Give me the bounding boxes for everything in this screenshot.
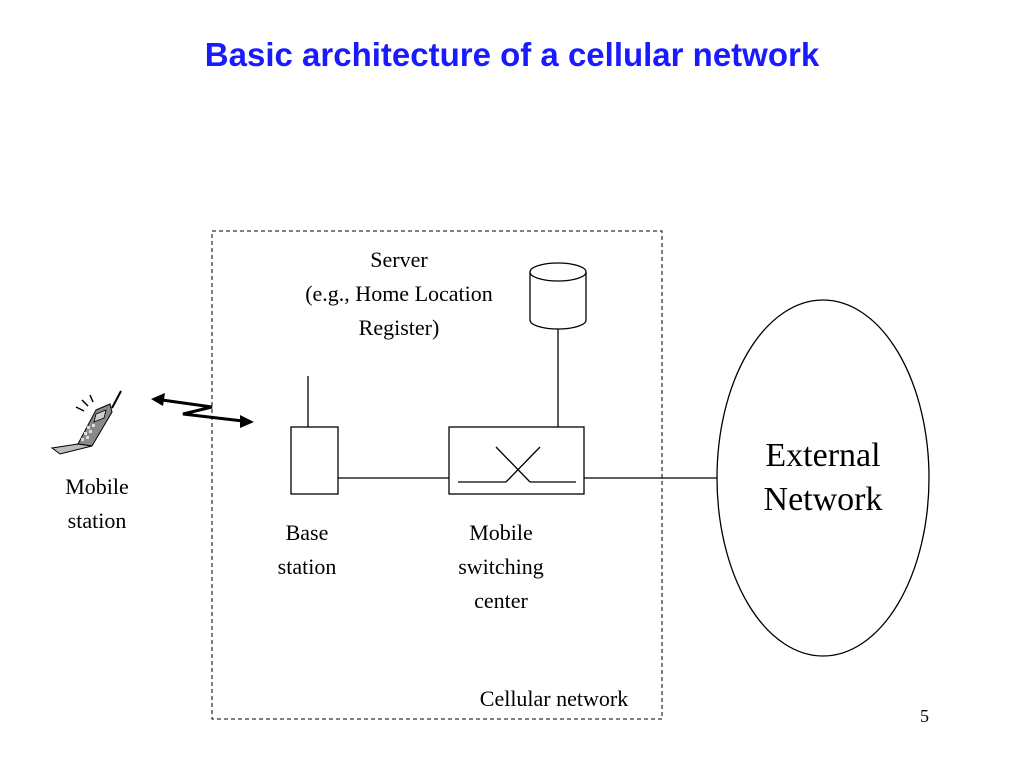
- mobile-station-label: Mobile station: [65, 474, 129, 533]
- wireless-link-arrow-icon: [151, 393, 254, 428]
- slide-title: Basic architecture of a cellular network: [204, 36, 820, 73]
- cellular-network-label: Cellular network: [479, 686, 629, 711]
- external-network-ellipse: [716, 299, 930, 657]
- base-station-label: Base station: [277, 520, 337, 579]
- base-station-icon: [290, 376, 339, 495]
- mobile-switching-center-label: Mobile switching center: [458, 520, 544, 613]
- cellular-network-boundary: [211, 230, 663, 720]
- server-database-icon: [529, 262, 587, 330]
- external-network-label: External Network: [763, 437, 883, 518]
- server-label: Server (e.g., Home Location Register): [305, 247, 493, 340]
- page-number: 5: [920, 706, 929, 726]
- mobile-phone-icon: [50, 390, 122, 455]
- mobile-switching-center-icon: [448, 426, 585, 495]
